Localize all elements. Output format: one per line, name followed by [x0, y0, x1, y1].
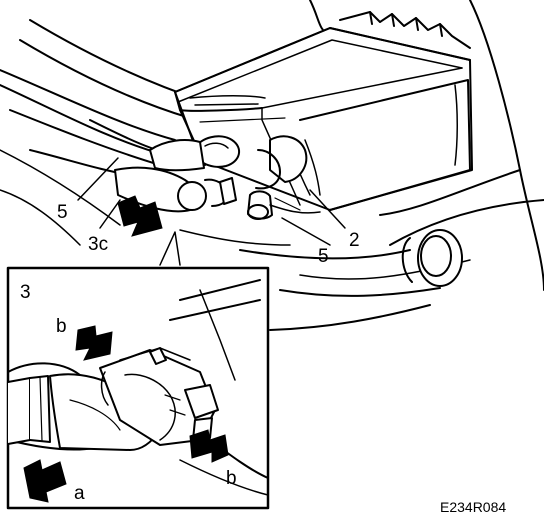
label-5-right: 5	[318, 246, 329, 267]
label-2: 2	[349, 230, 360, 251]
label-b-bottom: b	[226, 468, 237, 489]
charcoal-canister	[174, 11, 473, 211]
callout-labels: 5 3c 5 2 3 b b a E234R084	[20, 202, 506, 515]
arrow-a	[23, 459, 67, 503]
arrow-b-bottom	[189, 429, 229, 463]
label-inset-3: 3	[20, 282, 31, 303]
arrow-b-top	[75, 325, 113, 361]
label-a: a	[74, 483, 85, 504]
figure-code: E234R084	[440, 499, 506, 515]
callout-leaders	[77, 157, 346, 246]
arrow-3c	[117, 195, 163, 237]
label-5-left: 5	[57, 202, 68, 223]
label-3c: 3c	[88, 234, 108, 255]
label-b-top: b	[56, 316, 67, 337]
arrows	[23, 195, 229, 503]
grommet	[401, 229, 463, 287]
body-panel	[0, 0, 544, 331]
